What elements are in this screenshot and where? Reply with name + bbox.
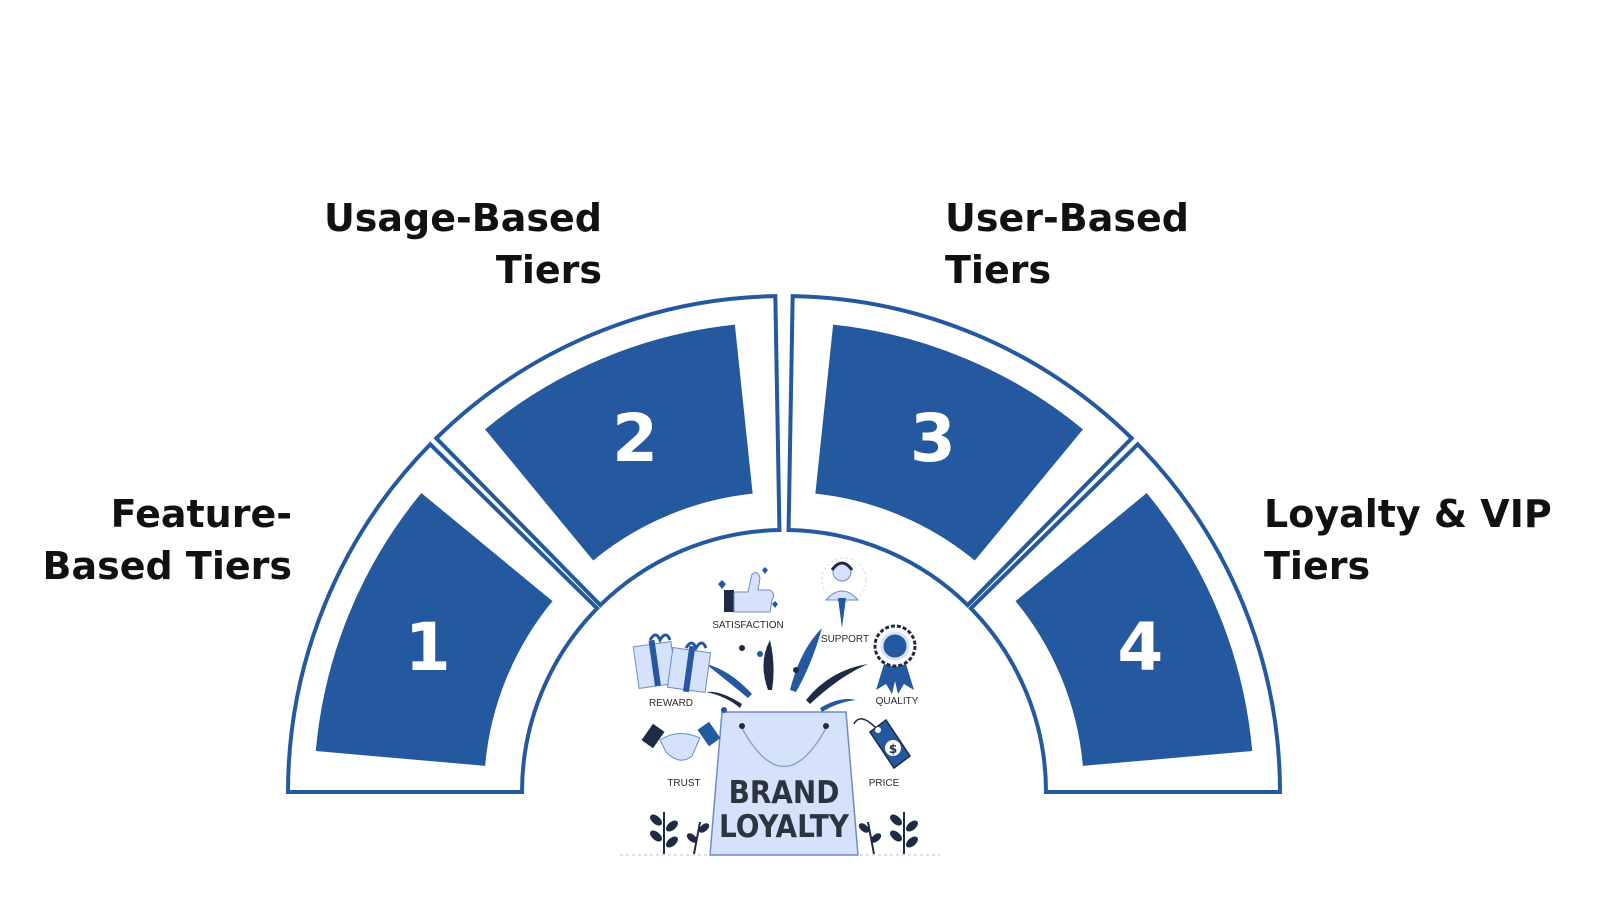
tier-2-segment: 2	[433, 294, 782, 608]
tier-2-number: 2	[612, 400, 658, 477]
support-agent-icon	[821, 557, 867, 628]
tier-4-number: 4	[1117, 609, 1163, 686]
price-label: PRICE	[869, 778, 900, 789]
price-tag-icon: $	[853, 718, 912, 770]
quality-label: QUALITY	[876, 696, 919, 707]
tier-4-segment: 4	[968, 441, 1283, 794]
tier-4-label-line2: Tiers	[1264, 544, 1371, 588]
award-ribbon-icon	[873, 624, 917, 694]
tier-3-number: 3	[910, 400, 956, 477]
tier-4-fill	[1015, 493, 1253, 766]
shopping-bag-icon	[709, 711, 859, 856]
tier-1-segment: 1	[285, 441, 600, 794]
reward-label: REWARD	[649, 698, 693, 709]
tier-2-fill	[485, 324, 753, 561]
tier-2-label-line1: Usage-Based	[323, 196, 602, 240]
thumbs-up-icon	[718, 567, 778, 613]
tier-1-number: 1	[405, 609, 451, 686]
brand-loyalty-illustration: BRAND LOYALTY	[620, 557, 940, 856]
support-label: SUPPORT	[821, 634, 869, 645]
brand-title-line2: LOYALTY	[719, 809, 850, 845]
handshake-icon	[641, 721, 721, 761]
tier-3-segment: 3	[786, 294, 1135, 608]
tier-1-fill	[315, 493, 553, 766]
tier-segments: 1 2 3 4	[285, 294, 1283, 794]
burst-decoration-icon	[706, 628, 868, 713]
svg-text:$: $	[889, 742, 897, 756]
tier-1-label: Feature- Based Tiers	[40, 488, 292, 592]
tier-1-label-line1: Feature-	[110, 492, 292, 536]
tier-3-label-line2: Tiers	[945, 248, 1052, 292]
tier-1-label-line2: Based Tiers	[42, 544, 292, 588]
tier-3-fill	[815, 324, 1083, 561]
tier-2-label-line2: Tiers	[495, 248, 602, 292]
tier-3-label-line1: User-Based	[945, 196, 1189, 240]
gift-icon	[632, 633, 712, 694]
plant-right-icon	[858, 812, 918, 855]
satisfaction-label: SATISFACTION	[712, 620, 784, 631]
tier-4-label: Loyalty & VIP Tiers	[1264, 488, 1594, 592]
trust-label: TRUST	[667, 778, 700, 789]
tier-3-label: User-Based Tiers	[945, 192, 1265, 296]
tier-4-label-line1: Loyalty & VIP	[1264, 492, 1552, 536]
brand-title-line1: BRAND	[729, 775, 840, 811]
tier-2-label: Usage-Based Tiers	[300, 192, 602, 296]
plant-left-icon	[650, 812, 710, 855]
